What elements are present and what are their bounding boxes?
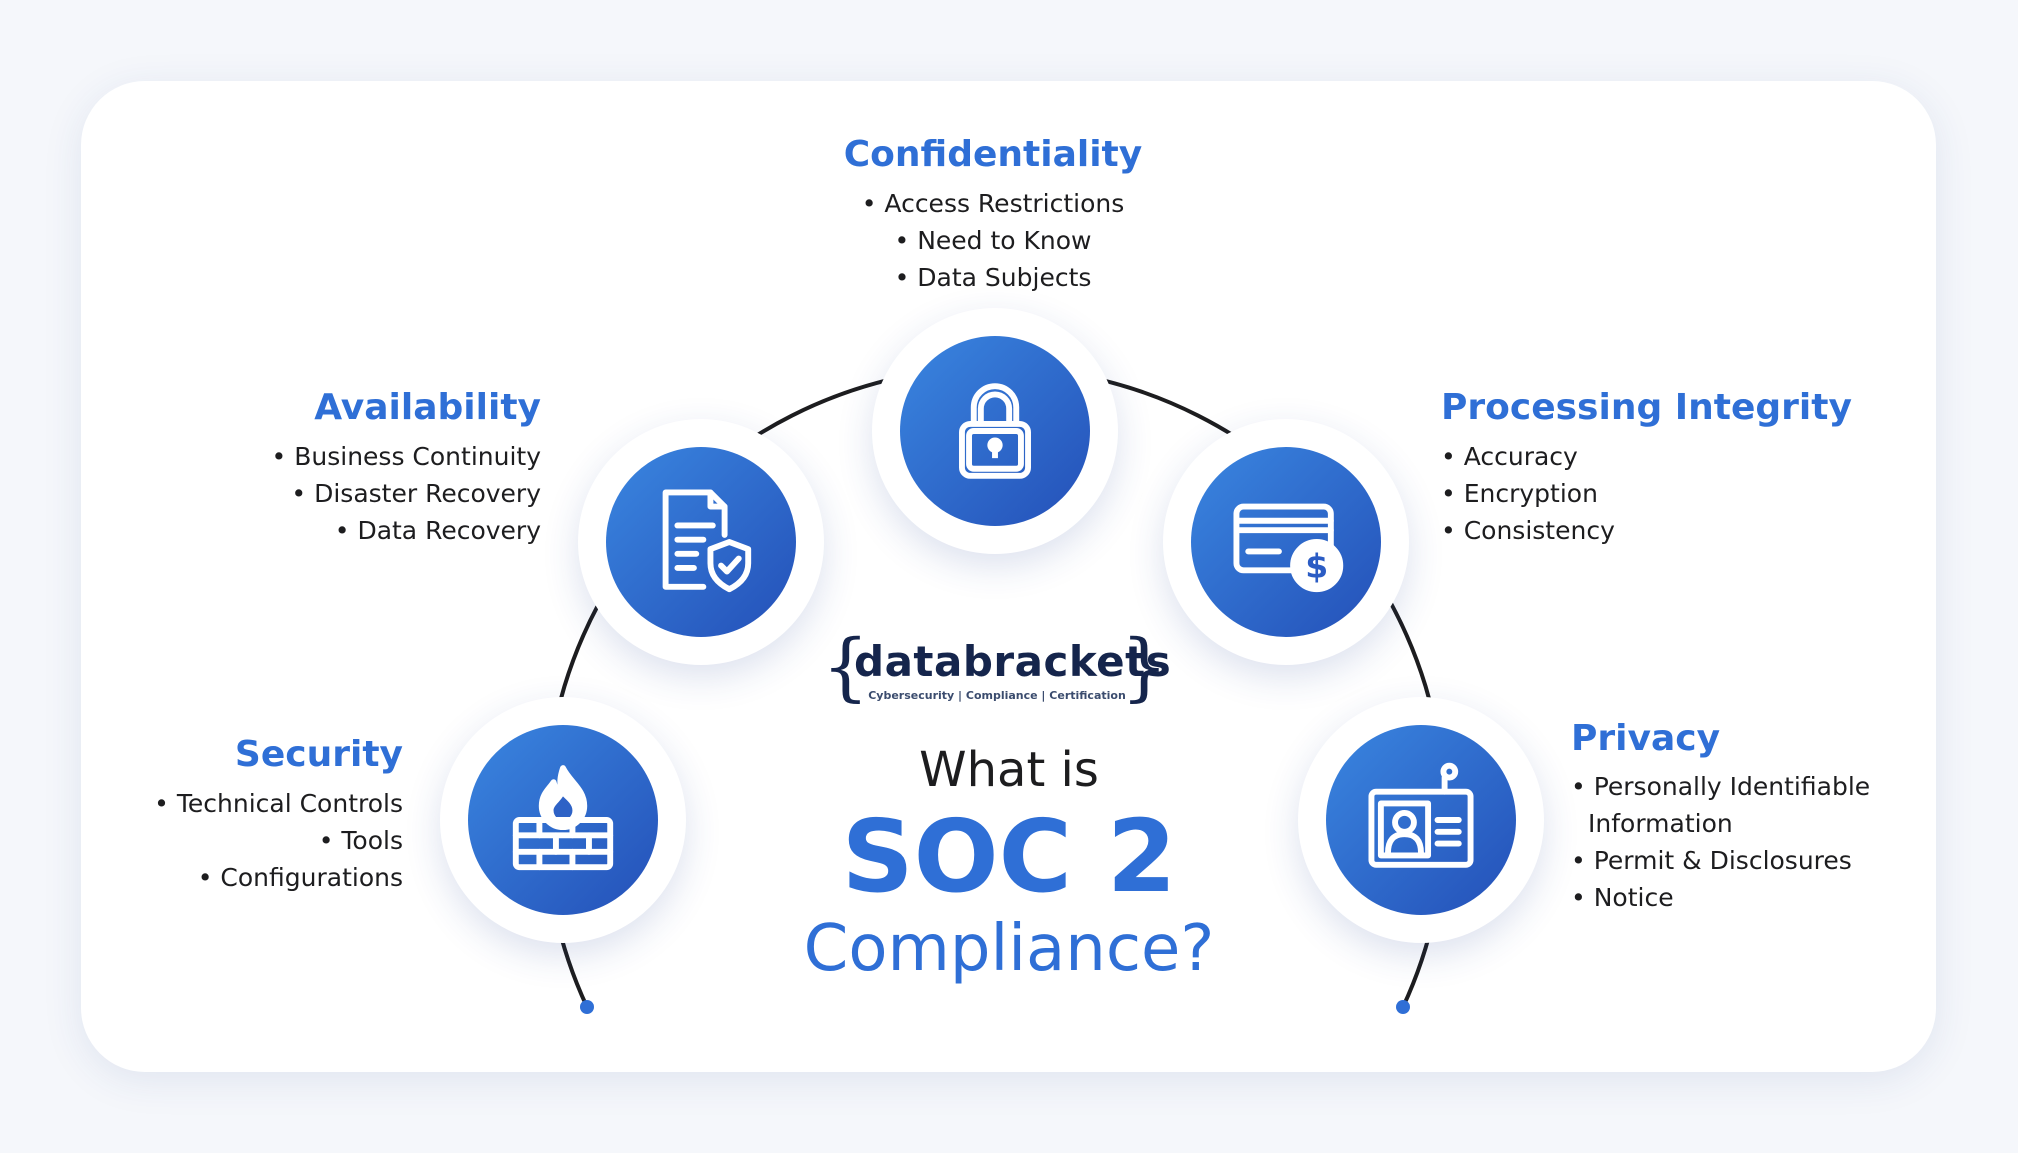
security-icon-disc [468, 725, 658, 915]
processing-integrity-list: Accuracy Encryption Consistency [1441, 438, 1615, 549]
privacy-title: Privacy [1571, 718, 1721, 759]
firewall-icon [512, 765, 614, 871]
list-item: Configurations [100, 859, 403, 896]
confidentiality-badge [872, 308, 1118, 554]
privacy-badge [1298, 697, 1544, 943]
list-item: Technical Controls [100, 785, 403, 822]
logo-brace-left: { [822, 624, 870, 710]
list-item: Notice [1571, 879, 1870, 916]
arc-end-dot-right [1396, 1000, 1410, 1014]
logo-wordmark: databrackets [854, 637, 1172, 686]
id-card-icon [1368, 762, 1474, 868]
list-item: Accuracy [1441, 438, 1615, 475]
availability-icon-disc [606, 447, 796, 637]
processing-integrity-icon-disc: $ [1191, 447, 1381, 637]
list-item: Information [1588, 809, 1733, 838]
processing-integrity-badge: $ [1163, 419, 1409, 665]
document-shield-icon [662, 489, 752, 593]
list-item: Business Continuity [200, 438, 541, 475]
security-title: Security [234, 734, 403, 775]
question-soc2: SOC 2 [841, 798, 1177, 915]
list-item: Consistency [1441, 512, 1615, 549]
databrackets-logo: { databrackets Cybersecurity | Complianc… [822, 627, 1172, 713]
list-item: Encryption [1441, 475, 1615, 512]
security-list: Technical Controls Tools Configurations [100, 785, 403, 896]
availability-badge [578, 419, 824, 665]
list-item: Need to Know [778, 222, 1208, 259]
availability-list: Business Continuity Disaster Recovery Da… [200, 438, 541, 549]
confidentiality-list: Access Restrictions Need to Know Data Su… [778, 185, 1208, 296]
lock-icon [959, 383, 1031, 479]
list-item: Data Subjects [778, 259, 1208, 296]
privacy-list: Personally Identifiable Information Perm… [1571, 768, 1870, 916]
security-badge [440, 697, 686, 943]
question-compliance: Compliance? [803, 912, 1215, 986]
list-item: Tools [100, 822, 403, 859]
logo-brace-right: } [1120, 624, 1168, 710]
svg-text:$: $ [1305, 546, 1328, 585]
arc-end-dot-left [580, 1000, 594, 1014]
confidentiality-title: Confidentiality [843, 134, 1143, 175]
list-item: Permit & Disclosures [1571, 842, 1870, 879]
list-item: Disaster Recovery [200, 475, 541, 512]
processing-integrity-title: Processing Integrity [1441, 387, 1852, 428]
confidentiality-icon-disc [900, 336, 1090, 526]
availability-title: Availability [314, 387, 541, 428]
question-line-1: What is [919, 742, 1099, 798]
list-item: Access Restrictions [778, 185, 1208, 222]
privacy-icon-disc [1326, 725, 1516, 915]
list-item: Personally Identifiable [1571, 768, 1870, 805]
logo-tagline: Cybersecurity | Compliance | Certificati… [868, 689, 1126, 702]
card-dollar-icon: $ [1233, 503, 1344, 593]
list-item: Data Recovery [200, 512, 541, 549]
